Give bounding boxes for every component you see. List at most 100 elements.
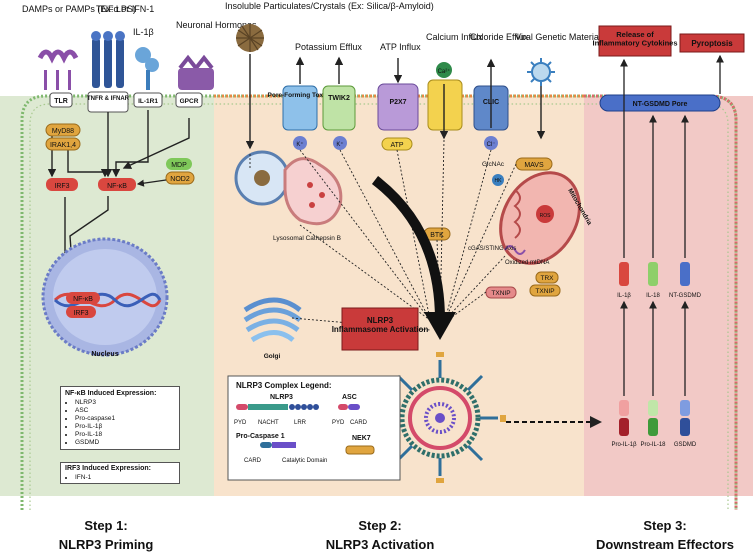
svg-text:MyD88: MyD88 [52,128,74,135]
svg-text:IRF3: IRF3 [54,183,69,190]
svg-text:GPCR: GPCR [180,98,199,105]
list-item: GSDMD [75,439,175,447]
damps-label: DAMPs or PAMPs (Ex: LPS) [22,4,136,14]
atp-influx-label: ATP Influx [380,42,421,52]
svg-text:Nucleus: Nucleus [91,351,118,358]
svg-text:MAVS: MAVS [524,162,544,169]
calcium-channel: Ca²⁺ [427,62,463,131]
particulates-label: Insoluble Particulates/Crystals (Ex: Sil… [225,1,434,11]
step-labels: Step 1: NLRP3 Priming Step 2: NLRP3 Acti… [59,518,734,552]
gsdmd-pore: NT-GSDMD Pore [599,94,721,112]
svg-text:Downstream Effectors: Downstream Effectors [596,537,734,552]
hk-node: HK GlcNAc [482,161,505,186]
svg-text:NLRP3 Priming: NLRP3 Priming [59,537,154,552]
svg-text:Step 1:: Step 1: [84,518,127,533]
list-item: Pro-IL-18 [75,431,175,439]
inflammasome-complex [374,352,506,483]
virus-icon [527,58,555,86]
svg-text:CARD: CARD [350,420,368,426]
svg-text:IRF3: IRF3 [73,310,88,317]
svg-text:Ca²⁺: Ca²⁺ [438,68,451,75]
svg-text:K⁺: K⁺ [336,141,343,148]
svg-text:NF-κB: NF-κB [73,296,93,303]
pyroptosis-box: Pyroptosis [679,33,745,53]
svg-text:TXNIP: TXNIP [491,290,510,297]
nfkb-expression-box: NF-κB Induced Expression: NLRP3 ASC Pro-… [60,386,180,450]
trx-node: TRX TXNIP [529,271,561,297]
svg-text:LRR: LRR [294,420,307,426]
il1b-stimulus-label: IL-1β [133,27,154,37]
svg-text:K⁺: K⁺ [296,141,303,148]
neuronal-label: Neuronal Hormones [176,20,257,30]
list-item: IFN-1 [75,474,175,482]
svg-text:BTK: BTK [430,232,444,239]
svg-text:NLRP3 Complex Legend:: NLRP3 Complex Legend: [236,381,332,390]
svg-text:NLRP3 Activation: NLRP3 Activation [326,537,435,552]
effector-region [584,96,753,496]
activation-arrow [371,176,456,340]
gpcr-icon [178,54,214,90]
mtdna-node: Oxidized mtDNA cGAS/STING Axis [468,245,549,266]
stimulus-labels: DAMPs or PAMPs (Ex: LPS) TNFα or IFN-1 I… [22,1,601,52]
nucleus: NF-κB IRF3 Nucleus [41,237,169,358]
svg-text:Step 3:: Step 3: [643,518,686,533]
il1r1-icon [135,47,159,90]
svg-text:Lysosomal Cathepsin B: Lysosomal Cathepsin B [273,235,341,242]
pore-forming-toxin-channel: Pore-Forming Toxins K⁺ [268,85,333,150]
svg-text:TRX: TRX [541,275,555,282]
gpcr-receptor: GPCR [175,92,203,108]
particulate-icon [236,24,264,52]
nfkb-list: NLRP3 ASC Pro-caspase1 Pro-IL-1β Pro-IL-… [65,399,175,447]
svg-text:TLR: TLR [54,98,68,105]
pro-cytokines: Pro-IL-1β Pro-IL-18 GSDMD [611,400,697,448]
svg-text:ROS: ROS [540,213,552,219]
list-item: NLRP3 [75,399,175,407]
p2x7-channel: P2X7 ATP [377,83,419,151]
svg-text:Catalytic Domain: Catalytic Domain [282,458,327,464]
svg-text:ASC: ASC [342,394,357,401]
golgi: Golgi [243,297,302,360]
irf3-list-title: IRF3 Induced Expression: [65,465,151,472]
tnfr-icon [91,31,125,88]
svg-text:ATP: ATP [390,142,403,149]
svg-text:Pore-Forming Toxins: Pore-Forming Toxins [268,92,333,99]
nod2-node: NOD2 [165,171,195,185]
tlr-receptor: TLR [49,92,73,108]
legend-graphics: NLRP3 Complex Legend: NLRP3 PYD NACHT LR… [227,375,401,481]
mdp-node: MDP [166,158,192,170]
nfkb-node: NF-κB [98,178,136,191]
il1r1-receptor: IL-1R1 [133,92,163,108]
svg-text:IL-1β: IL-1β [617,293,631,299]
svg-text:MDP: MDP [171,162,187,169]
svg-text:cGAS/STING Axis: cGAS/STING Axis [468,246,516,252]
svg-text:CARD: CARD [244,458,262,464]
svg-text:HK: HK [495,178,503,184]
svg-text:TWIK2: TWIK2 [328,95,350,102]
svg-text:Golgi: Golgi [264,353,281,360]
irak-node: IRAK1,4 [45,137,81,151]
tlr-ligand-icon [37,49,79,90]
lysosome: Lysosomal Cathepsin B [234,150,343,242]
potassium-label: Potassium Efflux [295,42,362,52]
svg-text:NEK7: NEK7 [352,435,371,442]
inflammasome-label-text: NLRP3 [367,316,394,325]
svg-text:IL-18: IL-18 [646,293,660,299]
svg-text:IL-1R1: IL-1R1 [138,98,158,105]
twik2-channel: TWIK2 K⁺ [322,85,356,150]
svg-text:P2X7: P2X7 [389,99,406,106]
svg-text:NOD2: NOD2 [170,176,190,183]
calcium-label: Calcium Influx [426,32,483,42]
svg-text:NLRP3: NLRP3 [270,394,293,401]
viral-label: Viral Genetic Material [515,32,601,42]
svg-text:PYD: PYD [332,420,345,426]
mature-cytokines: IL-1β IL-18 NT-GSDMD [617,262,702,299]
mavs-node: MAVS [515,157,553,171]
release-text: Release of [616,30,654,39]
svg-text:Pro-Caspase 1: Pro-Caspase 1 [236,433,285,440]
